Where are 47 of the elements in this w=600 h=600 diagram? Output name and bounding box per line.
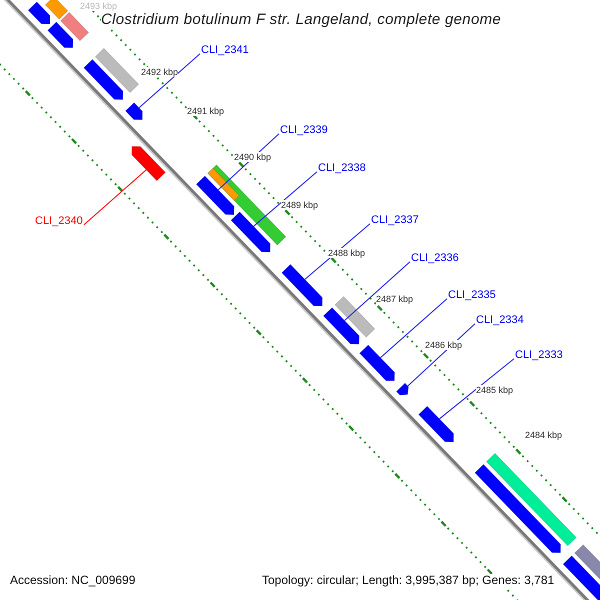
gene-feature <box>396 382 409 396</box>
leader-line <box>138 53 200 108</box>
gene-label: CLI_2337 <box>371 214 419 227</box>
genome-summary: Topology: circular; Length: 3,995,387 bp; Genes: 3,781 <box>262 574 554 588</box>
scale-label: 2493 kbp <box>80 1 118 12</box>
scale-label: 2486 kbp <box>425 340 462 350</box>
gene-feature <box>44 0 68 20</box>
gene-feature <box>474 464 561 553</box>
gene-feature <box>486 452 577 546</box>
gene-feature <box>28 1 50 24</box>
gene-feature <box>322 307 360 344</box>
scale-label: 2492 kbp <box>141 67 178 78</box>
gene-label: CLI_2336 <box>411 252 459 265</box>
scale-label: 2484 kbp <box>525 430 562 440</box>
accession-note: Accession: NC_009699 <box>10 574 136 588</box>
scale-label: 2491 kbp <box>187 106 224 116</box>
gene-feature <box>132 146 166 182</box>
gene-label: CLI_2334 <box>476 314 524 327</box>
gene-label: CLI_2339 <box>280 124 328 137</box>
scale-label: 2488 kbp <box>328 248 366 258</box>
gene-label: CLI_2340 <box>35 215 83 228</box>
gene-feature <box>94 48 140 94</box>
gene-label: CLI_2338 <box>318 162 366 175</box>
gene-feature <box>60 12 90 42</box>
scale-label: 2490 kbp <box>234 152 272 162</box>
leader-line <box>253 171 318 227</box>
gene-feature <box>230 211 270 252</box>
leader-line <box>380 298 448 358</box>
gene-feature <box>334 296 376 338</box>
leader-line <box>84 161 156 226</box>
gene-feature <box>562 555 600 600</box>
genome-title: Clostridium botulinum F str. Langeland, complete genome <box>101 11 502 28</box>
leader-line <box>438 358 514 420</box>
gene-label: CLI_2335 <box>448 289 496 302</box>
scale-label: 2489 kbp <box>281 200 318 210</box>
gene-feature <box>418 406 454 442</box>
gene-feature <box>125 102 143 120</box>
gene-label: CLI_2333 <box>515 349 563 362</box>
leader-line <box>344 261 410 322</box>
scale-label: 2485 kbp <box>476 385 514 396</box>
gene-feature <box>196 176 234 215</box>
scale-label: 2487 kbp <box>376 294 414 304</box>
gene-feature <box>83 58 124 100</box>
gene-feature <box>359 344 395 382</box>
gene-label: CLI_2341 <box>201 44 249 57</box>
gene-feature <box>47 22 74 48</box>
gene-feature <box>281 264 323 306</box>
